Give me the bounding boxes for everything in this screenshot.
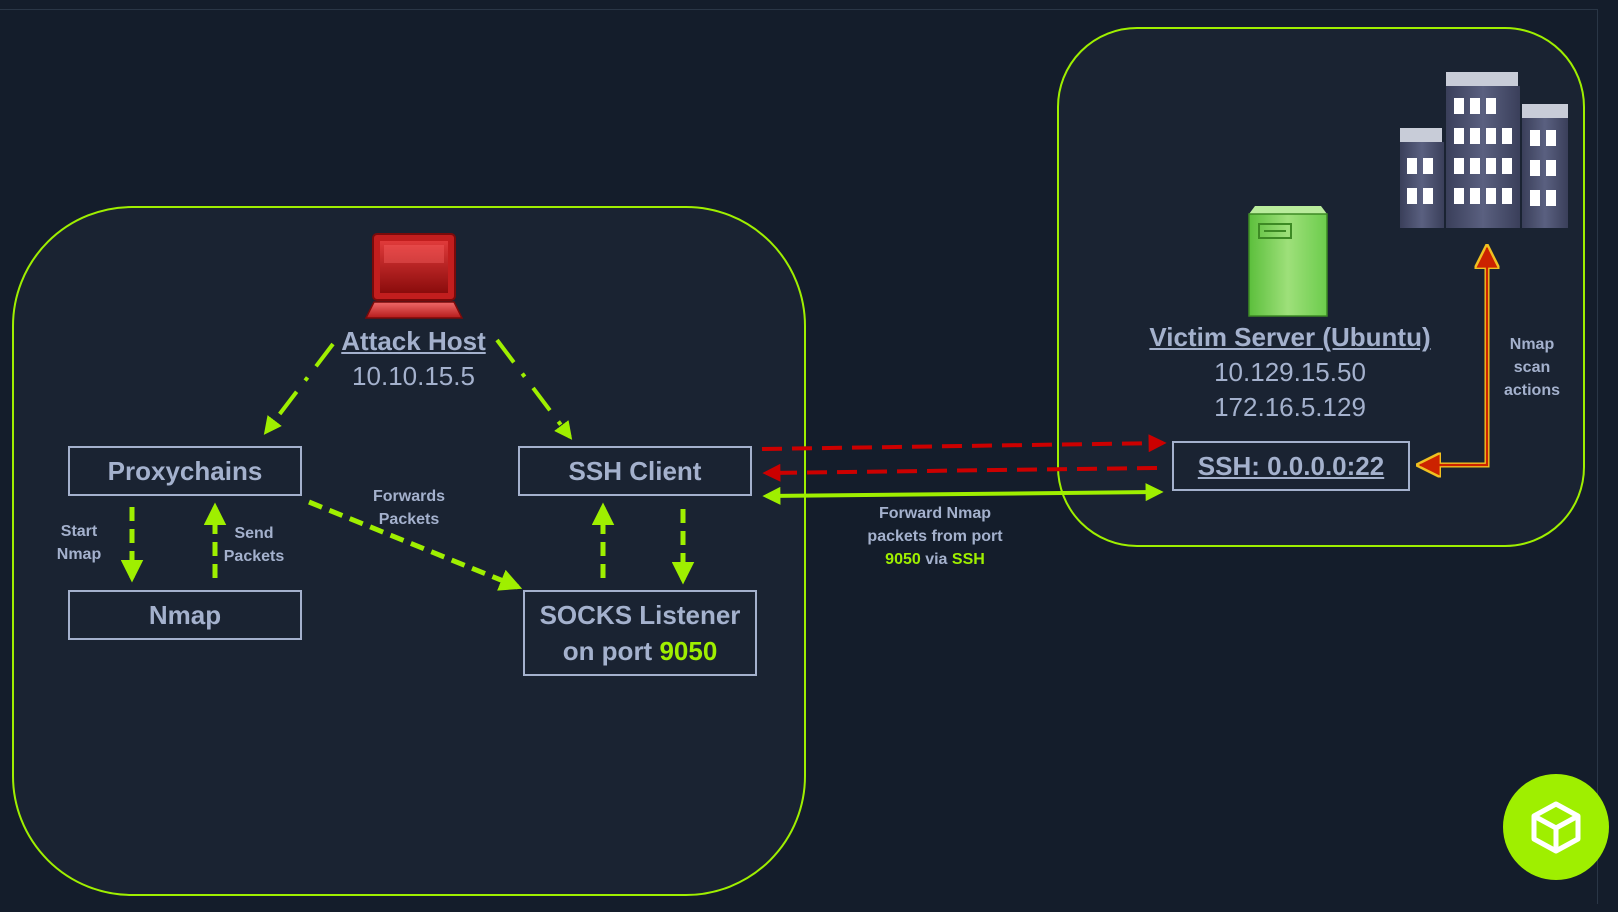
label-start-nmap: Start Nmap (44, 520, 114, 566)
edge-forward-nmap (762, 483, 1164, 505)
edge-ssh-tunnel-out (761, 434, 1167, 453)
victim-server-ip-1: 10.129.15.50 (1214, 357, 1366, 387)
attack-network-zone (12, 206, 806, 896)
frame-top-border (0, 9, 1598, 10)
label-forwards-packets-line2: Packets (378, 511, 440, 528)
cube-icon (1503, 774, 1609, 880)
socks-port-prefix: on port (562, 636, 660, 666)
edge-forwards-packets (308, 499, 523, 591)
label-start-nmap-line2: Nmap (56, 546, 102, 563)
label-send-packets-line2: Packets (223, 548, 285, 565)
label-nmap-scan-line1: Nmap (1509, 336, 1555, 353)
label-forward-nmap-line3: 9050 via SSH (845, 548, 1025, 571)
building-icon (1396, 70, 1572, 230)
victim-server-title: Victim Server (Ubuntu) (1149, 322, 1431, 352)
server-icon (1247, 200, 1329, 318)
socks-listener-node: SOCKS Listener on port 9050 (523, 590, 757, 676)
ssh-listener-node: SSH: 0.0.0.0:22 (1172, 441, 1410, 491)
label-nmap-scan-actions: Nmap scan actions (1494, 333, 1570, 402)
socks-port-number: 9050 (659, 636, 718, 666)
label-forward-port: 9050 (885, 551, 921, 568)
edge-host-to-proxychains (263, 342, 335, 435)
proxychains-node: Proxychains (68, 446, 302, 496)
socks-listener-line2: on port 9050 (563, 633, 718, 669)
attack-host-ip: 10.10.15.5 (352, 361, 475, 391)
attack-host-title: Attack Host (341, 326, 486, 356)
edge-host-to-sshclient (495, 338, 573, 440)
label-forwards-packets: Forwards Packets (364, 485, 454, 531)
label-forward-via: via (920, 551, 952, 568)
label-nmap-scan-line2: scan (1513, 359, 1551, 376)
frame-right-border (1597, 9, 1598, 904)
label-start-nmap-line1: Start (60, 523, 98, 540)
ssh-client-node: SSH Client (518, 446, 752, 496)
label-forward-nmap: Forward Nmap packets from port 9050 via … (845, 502, 1025, 571)
label-forward-ssh: SSH (951, 551, 985, 568)
label-forward-nmap-line2: packets from port (867, 528, 1003, 545)
label-forward-nmap-line1: Forward Nmap (878, 505, 991, 522)
socks-listener-line1: SOCKS Listener (539, 600, 741, 630)
label-send-packets: Send Packets (216, 522, 292, 568)
edge-ssh-tunnel-back (762, 463, 1158, 482)
label-forwards-packets-line1: Forwards (372, 488, 445, 505)
victim-server-ip-2: 172.16.5.129 (1214, 392, 1366, 422)
label-send-packets-line1: Send (234, 525, 274, 542)
label-nmap-scan-line3: actions (1503, 382, 1560, 399)
laptop-icon (364, 232, 464, 320)
nmap-node: Nmap (68, 590, 302, 640)
